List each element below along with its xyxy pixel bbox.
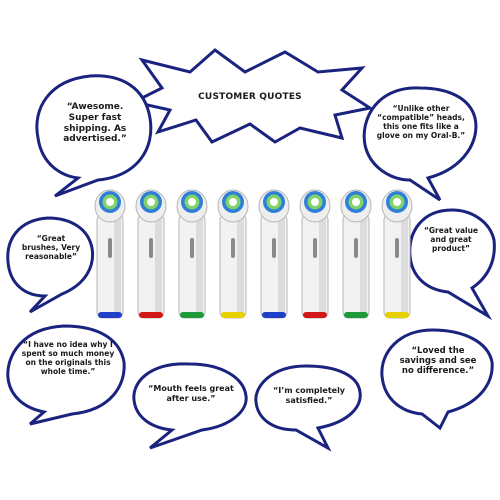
quote-text: “Mouth feels great after use.” <box>148 384 234 403</box>
quote-text: “I’m completely satisfied.” <box>272 386 346 405</box>
color-ring <box>344 312 368 318</box>
brush-head <box>299 189 331 319</box>
speech-bubble-q5 <box>6 324 126 426</box>
quote-text: “Loved the savings and see no difference… <box>399 346 477 377</box>
brush-head <box>135 189 167 319</box>
speech-bubble-q2 <box>362 86 478 202</box>
page-title: CUSTOMER QUOTES <box>198 92 302 102</box>
quote-text: “I have no idea why I spent so much mone… <box>21 340 115 376</box>
brush-head <box>94 189 126 319</box>
speech-bubble-q4 <box>408 208 496 321</box>
speech-bubble-q6 <box>132 362 248 450</box>
starburst-shape <box>129 48 374 144</box>
color-ring <box>303 312 327 318</box>
quote-text: “Awesome. Super fast shipping. As advert… <box>63 102 127 145</box>
color-ring <box>262 312 286 318</box>
brush-head <box>340 189 372 319</box>
brush-head <box>176 189 208 319</box>
quote-text: “Great brushes, Very reasonable” <box>21 234 81 261</box>
brush-head <box>258 189 290 319</box>
color-ring <box>180 312 204 318</box>
color-ring <box>385 312 409 318</box>
speech-bubble-q1 <box>35 74 153 198</box>
brush-head <box>381 189 413 319</box>
quote-text: “Great value and great product” <box>423 226 479 253</box>
speech-bubble-q7 <box>254 364 362 452</box>
color-ring <box>98 312 122 318</box>
brush-heads <box>94 189 413 319</box>
color-ring <box>139 312 163 318</box>
quote-text: “Unlike other “compatible” heads, this o… <box>376 104 466 140</box>
color-ring <box>221 312 245 318</box>
speech-bubble-q3 <box>6 216 95 314</box>
speech-bubble-q8 <box>380 328 494 431</box>
brush-head <box>217 189 249 319</box>
